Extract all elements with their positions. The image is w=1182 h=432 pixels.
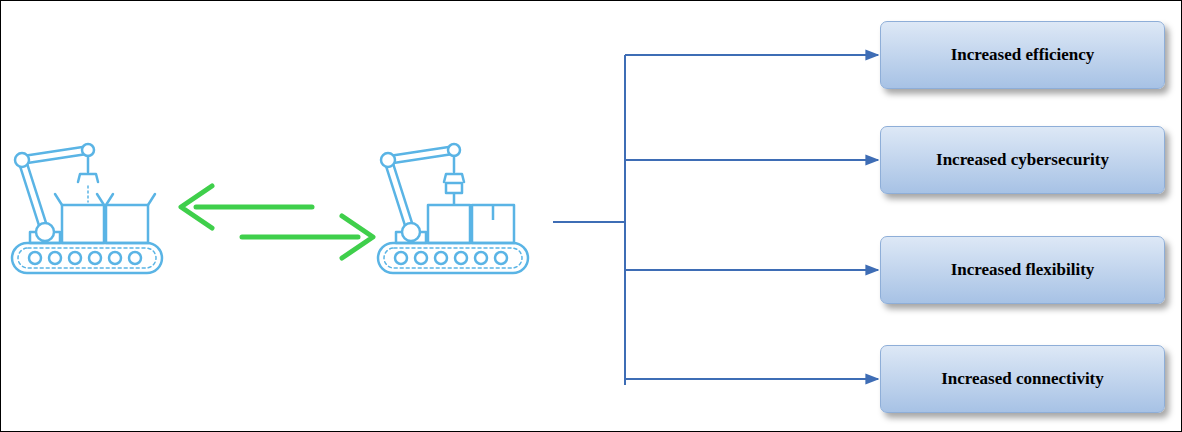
benefit-label: Increased efficiency [951, 45, 1095, 65]
benefit-label: Increased cybersecurity [936, 150, 1109, 170]
branch-lines [553, 55, 878, 385]
robot-open-boxes [12, 144, 162, 273]
benefit-label: Increased connectivity [941, 369, 1104, 389]
benefit-label: Increased flexibility [951, 260, 1095, 280]
benefit-box: Increased connectivity [880, 345, 1165, 413]
benefit-box: Increased cybersecurity [880, 126, 1165, 194]
benefit-box: Increased flexibility [880, 236, 1165, 304]
benefit-box: Increased efficiency [880, 21, 1165, 89]
exchange-arrows [181, 186, 373, 258]
robot-closed-boxes [378, 144, 528, 273]
